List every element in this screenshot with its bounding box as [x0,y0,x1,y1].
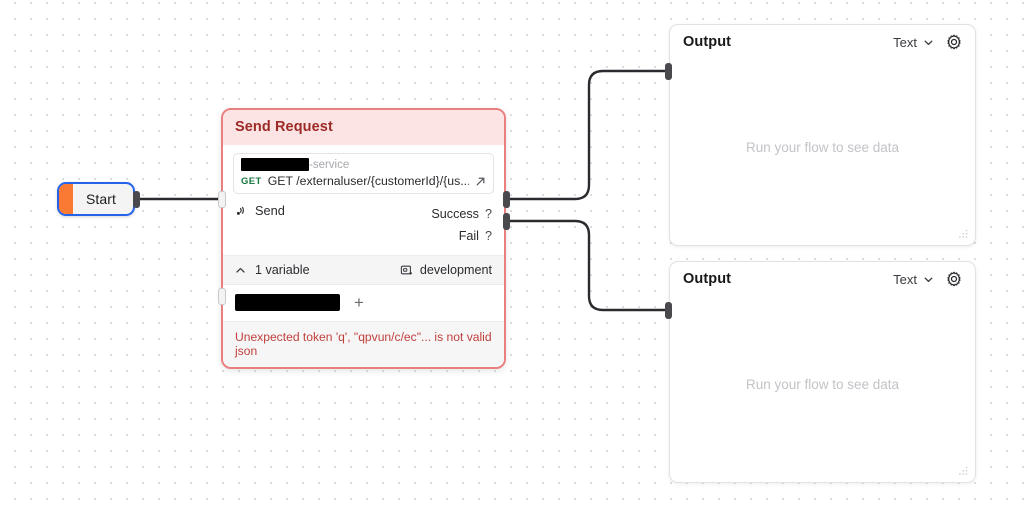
output-panel-2-input-port[interactable] [665,302,672,319]
chevron-down-icon [923,37,934,48]
variable-count-label: 1 variable [255,263,310,277]
edge-success-to-output-1 [506,69,670,201]
request-host-row: -service [241,158,486,171]
fail-help-hint[interactable]: ? [484,229,492,243]
variables-row[interactable]: 1 variable development [223,255,504,285]
http-method-badge: GET [241,175,262,187]
chevron-up-icon[interactable] [235,265,246,276]
send-label: Send [255,203,285,218]
error-message: Unexpected token 'q', "qpvun/c/ec"... is… [223,321,504,367]
output-empty-state: Run your flow to see data [745,376,900,392]
send-request-input-port[interactable] [218,191,226,208]
start-node-label: Start [85,191,117,207]
variable-input-port[interactable] [218,288,226,305]
request-host-suffix: -service [309,158,350,171]
chevron-down-icon [923,274,934,285]
output-format-dropdown[interactable]: Text [893,35,934,50]
output-panel[interactable]: Output Text R [669,24,976,246]
request-path-row: GET GET /externaluser/{customerId}/{us..… [241,174,486,188]
send-request-title: Send Request [223,110,504,145]
node-send-request[interactable]: Send Request -service GET GET /externalu… [221,108,506,369]
external-link-icon[interactable] [475,176,486,187]
edge-fail-to-output-2 [506,219,670,312]
output-panel[interactable]: Output Text R [669,261,976,483]
success-help-hint[interactable]: ? [484,207,492,221]
send-action-row: Send Success? Fail? [233,194,494,249]
output-format-label: Text [893,34,917,50]
output-panel-header: Output Text [670,262,975,294]
output-panel-body: Run your flow to see data [670,57,975,237]
send-request-success-port[interactable] [503,191,510,208]
output-port-fail-label[interactable]: Fail? [458,229,492,243]
output-panel-body: Run your flow to see data [670,294,975,474]
output-format-dropdown[interactable]: Text [893,272,934,287]
output-panel-1-input-port[interactable] [665,63,672,80]
environment-icon [400,264,413,277]
gear-icon[interactable] [946,271,962,287]
redacted-host-value [241,158,309,171]
send-request-fail-port[interactable] [503,213,510,230]
output-port-success-label[interactable]: Success? [431,207,492,221]
start-accent-bar [59,184,73,214]
request-path: GET /externaluser/{customerId}/{us... [267,174,469,188]
output-panel-title: Output [683,34,732,50]
broadcast-icon [235,204,248,217]
resize-grip-icon[interactable] [958,228,969,239]
gear-icon[interactable] [946,34,962,50]
redacted-variable-field[interactable] [235,294,340,311]
output-panel-header: Output Text [670,25,975,57]
add-variable-button[interactable]: + [354,293,364,312]
output-empty-state: Run your flow to see data [745,139,900,155]
request-summary-box[interactable]: -service GET GET /externaluser/{customer… [233,153,494,194]
node-start[interactable]: Start [57,182,135,216]
output-panel-title: Output [683,271,732,287]
environment-label: development [419,263,492,277]
output-format-label: Text [893,271,917,287]
resize-grip-icon[interactable] [958,465,969,476]
variable-input-row: + [233,285,494,321]
start-output-port[interactable] [133,191,140,208]
